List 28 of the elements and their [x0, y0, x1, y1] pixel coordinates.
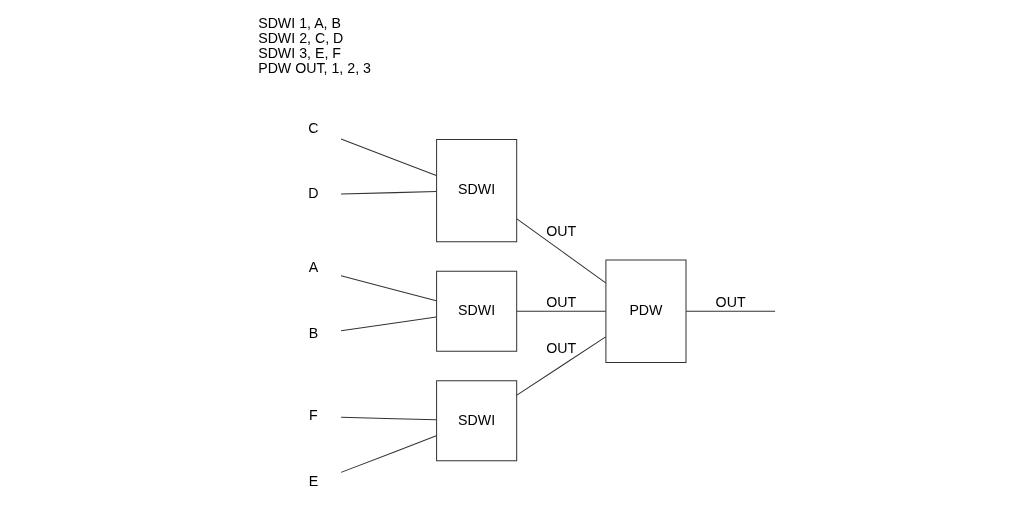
connector	[340, 435, 437, 473]
node-text: B	[308, 325, 318, 342]
label: SDWI 1, A, B	[257, 14, 341, 31]
node-box: SDWI	[435, 138, 517, 243]
node-box: SDWI	[435, 380, 517, 462]
connector	[340, 416, 437, 421]
connector	[515, 336, 606, 396]
label: PDW OUT, 1, 2, 3	[257, 60, 371, 77]
connector	[340, 191, 437, 195]
edge-label: OUT	[545, 340, 576, 357]
node-box: PDW	[604, 259, 686, 363]
connector	[515, 310, 606, 312]
label: SDWI 3, E, F	[257, 44, 341, 61]
label: SDWI 2, C, D	[257, 29, 343, 46]
node-box: SDWI	[435, 270, 517, 352]
connector	[340, 316, 437, 332]
connector	[515, 218, 606, 284]
node-text: A	[308, 259, 318, 276]
edge-label: OUT	[545, 294, 576, 311]
edge-label: OUT	[545, 223, 576, 240]
node-text: E	[308, 473, 318, 490]
node-text: D	[307, 185, 319, 202]
connector	[685, 310, 776, 312]
connector	[340, 138, 437, 176]
connector	[340, 275, 437, 302]
node-text: F	[308, 407, 318, 424]
edge-label: OUT	[715, 294, 746, 311]
node-text: C	[307, 119, 319, 136]
